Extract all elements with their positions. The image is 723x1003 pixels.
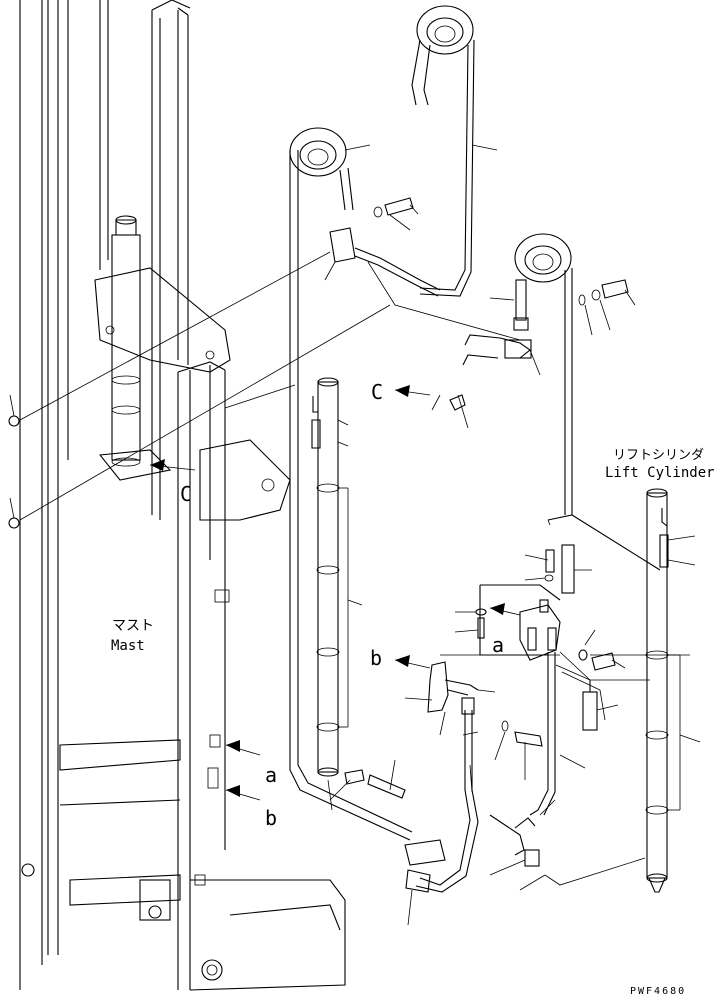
callout-a-mast: a [265, 763, 277, 787]
callout-c-center: C [371, 380, 383, 404]
hose-reel-mid [289, 127, 441, 841]
callout-b-manifold: b [370, 646, 382, 670]
lift-cylinder-label-en: Lift Cylinder [605, 465, 715, 481]
callout-b-mast: b [265, 806, 277, 830]
hose-reel-right [462, 233, 661, 571]
lower-hoses [149, 261, 646, 926]
lift-cylinder-center [311, 377, 363, 811]
lift-cylinder-right [645, 488, 701, 893]
hose-reel-top [411, 5, 498, 297]
drawing-code: PWF4680 [630, 986, 686, 997]
mast-label-en: Mast [111, 638, 145, 654]
lift-cylinder-label-jp: リフトシリンダ [613, 448, 704, 463]
valve-cluster [454, 544, 690, 816]
callout-a-valve: a [492, 633, 504, 657]
mast-label-jp: マスト [112, 618, 154, 634]
text-labels: マスト Mast リフトシリンダ Lift Cylinder C C a b a… [111, 380, 715, 997]
callout-c-mast: C [180, 482, 192, 506]
mast-assembly [8, 0, 391, 991]
